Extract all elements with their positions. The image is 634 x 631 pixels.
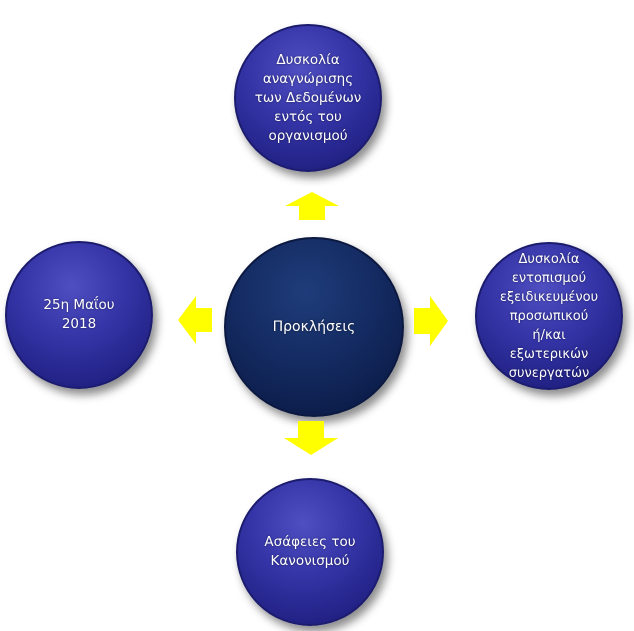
arrow-right-icon — [414, 296, 448, 346]
bottom-node: Ασάφειες του Κανονισμού — [236, 478, 384, 626]
right-node: Δυσκολία εντοπισμού εξειδικευμένου προσω… — [475, 242, 623, 390]
left-node-label: 25η Μαΐου 2018 — [43, 297, 115, 332]
top-node: Δυσκολία αναγνώρισης των Δεδομένων εντός… — [234, 24, 382, 172]
bottom-node-label: Ασάφειες του Κανονισμού — [264, 534, 356, 569]
center-node-label: Προκλήσεις — [272, 318, 356, 335]
right-node-label: Δυσκολία εντοπισμού εξειδικευμένου προσω… — [499, 251, 599, 381]
top-node-label: Δυσκολία αναγνώρισης των Δεδομένων εντός… — [254, 51, 362, 144]
arrow-down-icon — [284, 421, 338, 455]
left-node: 25η Μαΐου 2018 — [5, 241, 153, 389]
center-node: Προκλήσεις — [224, 237, 404, 417]
arrow-left-icon — [178, 296, 212, 344]
arrow-up-icon — [285, 192, 339, 220]
